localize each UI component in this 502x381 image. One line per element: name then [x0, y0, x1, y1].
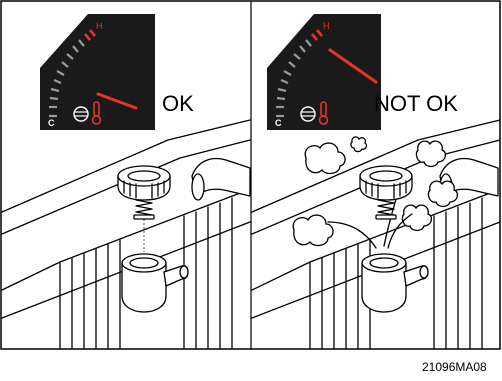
gauge-face — [40, 14, 155, 130]
thermometer-coolant-icon — [73, 101, 102, 125]
temperature-gauge-ok: H C — [40, 14, 155, 130]
gauge-cold-label: C — [275, 118, 282, 128]
gauge-needle — [328, 48, 378, 84]
status-label-not-ok: NOT OK — [374, 91, 458, 116]
filler-neck-ok — [121, 253, 189, 313]
radiator-ok — [1, 119, 251, 349]
figure-code: 21096MA08 — [422, 360, 487, 374]
gauge-face — [267, 14, 381, 130]
thermometer-coolant-icon — [300, 101, 329, 125]
gauge-hot-label: H — [323, 21, 330, 31]
panel-not-ok: H C NOT OK — [251, 14, 501, 349]
radiator-cap-not-ok — [359, 165, 413, 220]
radiator-cap-ok — [117, 165, 171, 252]
gauge-cold-label: C — [48, 118, 55, 128]
gauge-needle — [96, 92, 138, 110]
gauge-hot-label: H — [96, 21, 103, 31]
panel-ok: H C OK — [1, 14, 251, 349]
steam-clouds — [292, 136, 459, 249]
radiator-not-ok — [251, 119, 501, 349]
filler-neck-not-ok — [361, 253, 429, 313]
temperature-gauge-not-ok: H C — [267, 14, 381, 130]
status-label-ok: OK — [162, 91, 194, 116]
